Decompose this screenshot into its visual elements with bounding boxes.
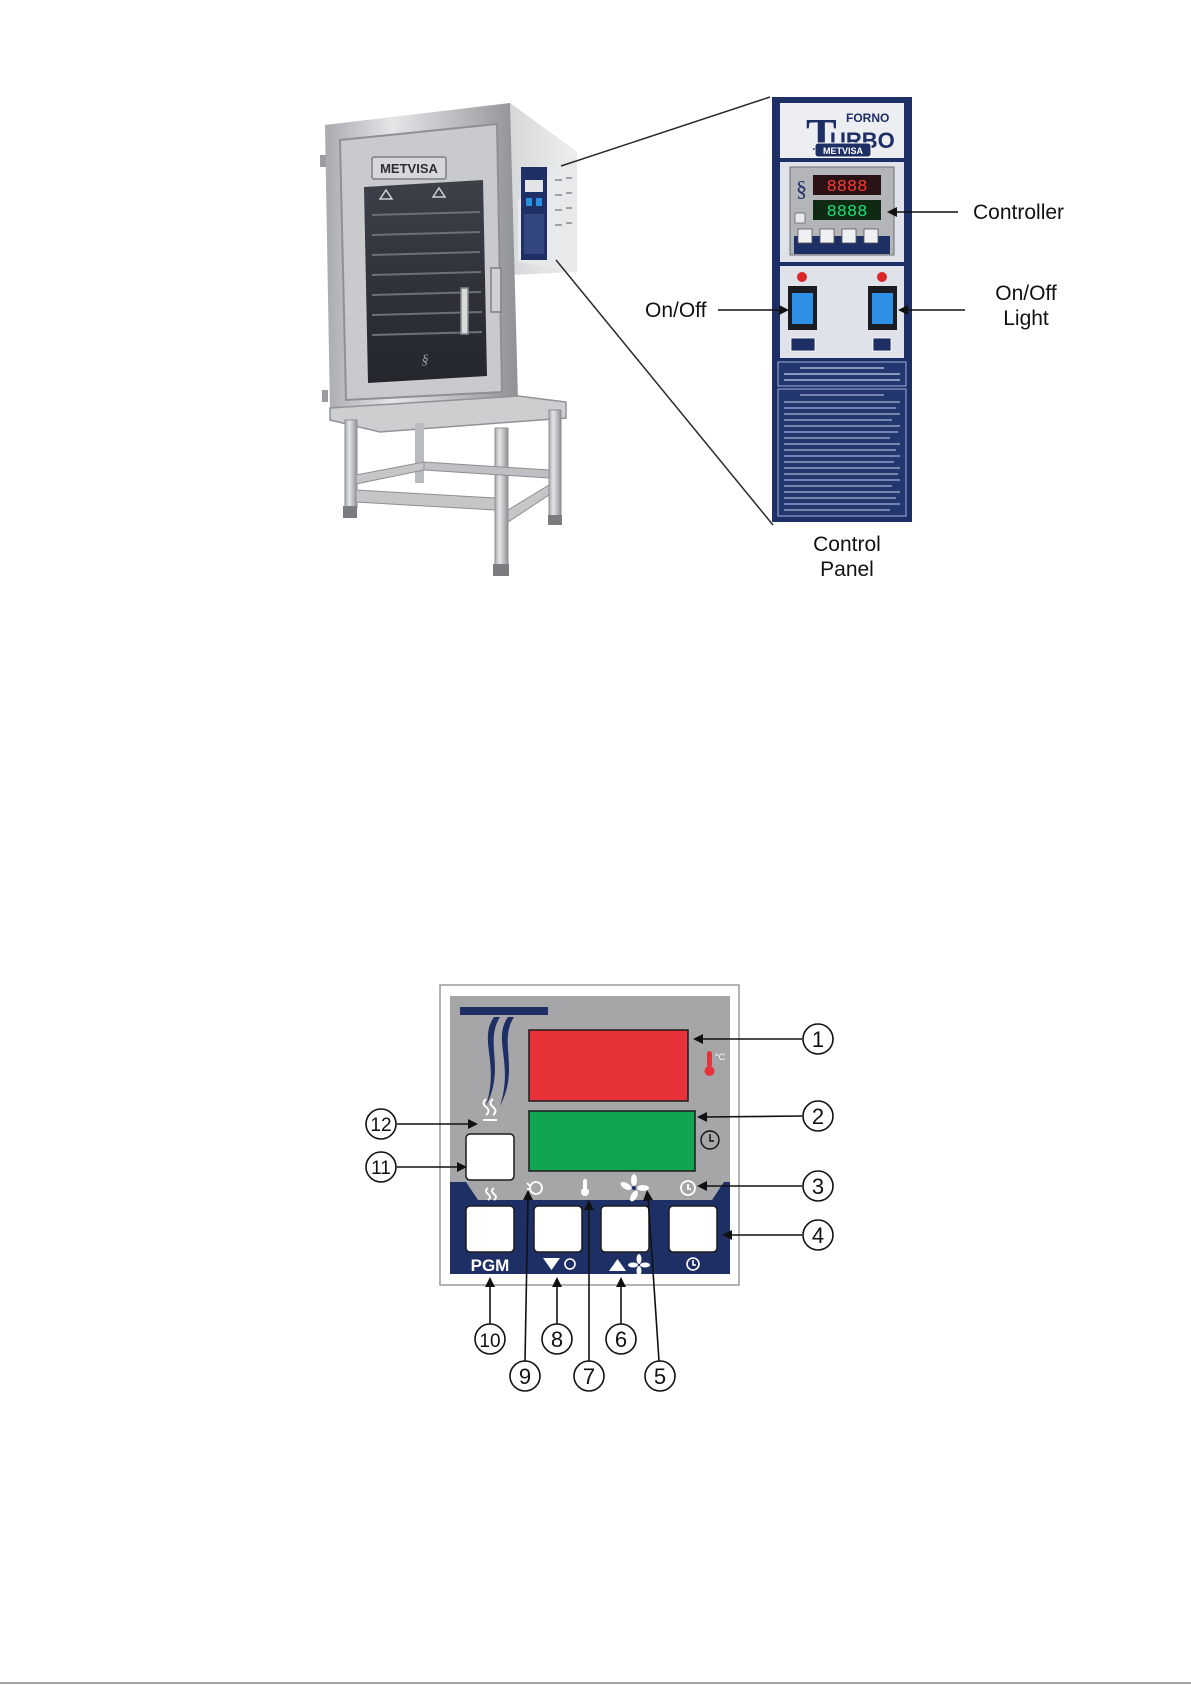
callout-12: 12	[366, 1109, 396, 1139]
callout-3: 3	[803, 1171, 833, 1201]
oven-stand	[330, 396, 566, 576]
oven-window-logo: §	[422, 353, 429, 368]
up-fan-button[interactable]	[601, 1206, 649, 1252]
zoom-line-top	[561, 97, 770, 166]
svg-text:6: 6	[615, 1327, 627, 1352]
svg-text:11: 11	[371, 1158, 391, 1179]
svg-text:§: §	[796, 176, 807, 201]
control-panel-label-line1: Control	[813, 533, 881, 556]
svg-text:12: 12	[370, 1115, 391, 1136]
on-off-label: On/Off	[645, 299, 707, 322]
svg-text:7: 7	[583, 1364, 595, 1389]
callout-11: 11	[366, 1152, 396, 1182]
control-panel-label-line2: Panel	[820, 558, 874, 581]
svg-text:°C: °C	[715, 1052, 726, 1062]
oven-door-handle	[461, 288, 468, 334]
panel-indicator-light-left	[797, 272, 807, 282]
down-steam-button[interactable]	[534, 1206, 582, 1252]
svg-text:8888: 8888	[827, 178, 868, 197]
callout-4: 4	[803, 1220, 833, 1250]
svg-text:5: 5	[654, 1364, 666, 1389]
callout-2: 2	[803, 1101, 833, 1131]
svg-text:8: 8	[551, 1327, 563, 1352]
callout-1: 1	[803, 1024, 833, 1054]
on-off-light-label-line1: On/Off	[995, 282, 1057, 305]
callout-7: 7	[574, 1361, 604, 1391]
oven-door-hinge	[491, 268, 501, 312]
svg-text:8888: 8888	[827, 203, 868, 222]
panel-forno-label: FORNO	[846, 111, 889, 125]
callout-9: 9	[510, 1361, 540, 1391]
oven-brand-label: METVISA	[380, 161, 438, 176]
callout-5: 5	[645, 1361, 675, 1391]
pgm-label: PGM	[471, 1256, 510, 1275]
time-button[interactable]	[669, 1206, 717, 1252]
svg-text:2: 2	[812, 1104, 824, 1129]
green-time-display	[529, 1111, 695, 1171]
svg-text:1: 1	[812, 1027, 824, 1052]
oven-illustration: METVISA §	[320, 103, 577, 576]
callout-10: 10	[475, 1324, 505, 1354]
callout-6: 6	[606, 1324, 636, 1354]
svg-text:4: 4	[812, 1223, 824, 1248]
controller-logo-bar	[460, 1007, 548, 1015]
pgm-button[interactable]	[466, 1206, 514, 1252]
panel-indicator-light-right	[877, 272, 887, 282]
on-off-light-label-line2: Light	[1003, 307, 1049, 330]
panel-brand-badge: METVISA	[823, 146, 864, 156]
svg-text:9: 9	[519, 1364, 531, 1389]
control-panel: T FORNO URBO METVISA § 8888 8888	[772, 97, 912, 522]
red-temperature-display	[529, 1030, 688, 1101]
callout-8: 8	[542, 1324, 572, 1354]
controller-label: Controller	[973, 201, 1064, 224]
svg-text:3: 3	[812, 1174, 824, 1199]
svg-text:10: 10	[479, 1331, 500, 1352]
steam-button[interactable]	[466, 1134, 514, 1180]
